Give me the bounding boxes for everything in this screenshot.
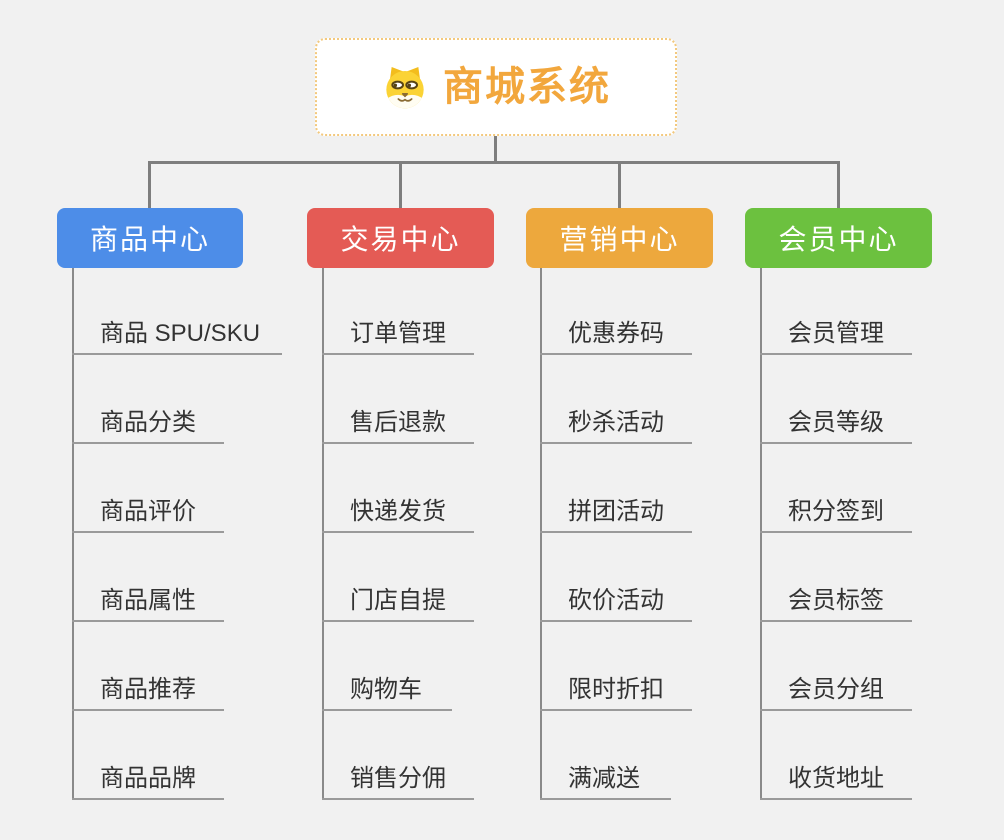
leaf-item[interactable]: 商品评价 bbox=[72, 487, 224, 533]
connector-root-stub bbox=[494, 136, 497, 164]
branch-node-trade-center[interactable]: 交易中心 bbox=[307, 208, 494, 268]
trunk-marketing bbox=[540, 268, 542, 800]
connector-horizontal bbox=[148, 161, 840, 164]
connector-drop-marketing bbox=[618, 161, 621, 211]
leaf-item[interactable]: 门店自提 bbox=[322, 576, 474, 622]
doge-icon bbox=[386, 67, 424, 109]
leaf-item[interactable]: 订单管理 bbox=[322, 309, 474, 355]
leaf-item[interactable]: 商品 SPU/SKU bbox=[72, 309, 282, 355]
connector-drop-product bbox=[148, 161, 151, 211]
branch-node-member-center[interactable]: 会员中心 bbox=[745, 208, 932, 268]
branch-node-product-center[interactable]: 商品中心 bbox=[57, 208, 243, 268]
leaf-item[interactable]: 会员管理 bbox=[760, 309, 912, 355]
trunk-member bbox=[760, 268, 762, 800]
leaf-item[interactable]: 销售分佣 bbox=[322, 754, 474, 800]
leaf-item[interactable]: 会员标签 bbox=[760, 576, 912, 622]
leaf-item[interactable]: 优惠券码 bbox=[540, 309, 692, 355]
leaf-item[interactable]: 会员分组 bbox=[760, 665, 912, 711]
leaf-item[interactable]: 商品推荐 bbox=[72, 665, 224, 711]
mindmap-root-node[interactable]: 商城系统 bbox=[315, 38, 677, 136]
leaf-item[interactable]: 积分签到 bbox=[760, 487, 912, 533]
leaf-item[interactable]: 砍价活动 bbox=[540, 576, 692, 622]
leaf-item[interactable]: 商品属性 bbox=[72, 576, 224, 622]
leaf-item[interactable]: 满减送 bbox=[540, 754, 671, 800]
leaf-item[interactable]: 收货地址 bbox=[760, 754, 912, 800]
connector-drop-member bbox=[837, 161, 840, 211]
leaf-item[interactable]: 限时折扣 bbox=[540, 665, 692, 711]
connector-drop-trade bbox=[399, 161, 402, 211]
branch-node-marketing-center[interactable]: 营销中心 bbox=[526, 208, 713, 268]
leaf-item[interactable]: 售后退款 bbox=[322, 398, 474, 444]
leaf-item[interactable]: 商品品牌 bbox=[72, 754, 224, 800]
leaf-item[interactable]: 会员等级 bbox=[760, 398, 912, 444]
trunk-trade bbox=[322, 268, 324, 800]
leaf-item[interactable]: 秒杀活动 bbox=[540, 398, 692, 444]
leaf-item[interactable]: 商品分类 bbox=[72, 398, 224, 444]
trunk-product bbox=[72, 268, 74, 800]
leaf-item[interactable]: 快递发货 bbox=[322, 487, 474, 533]
leaf-item[interactable]: 购物车 bbox=[322, 665, 452, 711]
leaf-item[interactable]: 拼团活动 bbox=[540, 487, 692, 533]
root-title: 商城系统 bbox=[443, 65, 611, 109]
